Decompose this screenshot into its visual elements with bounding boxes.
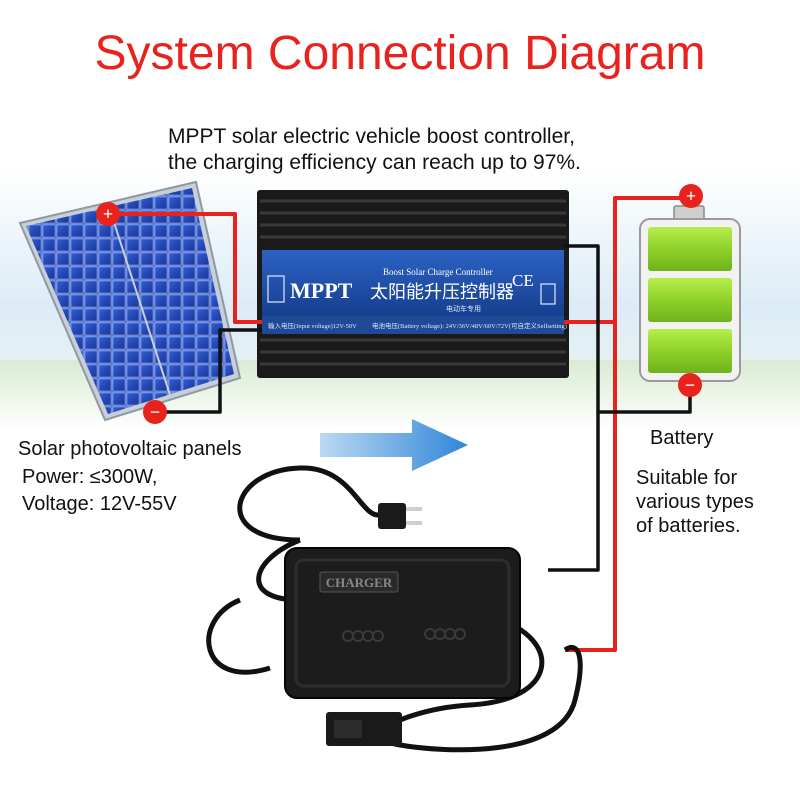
- battery-cell: [648, 278, 732, 322]
- subtitle-line-2: the charging efficiency can reach up to …: [168, 151, 581, 174]
- battery-note: Suitable for various types of batteries.: [636, 466, 754, 538]
- subtitle: MPPT solar electric vehicle boost contro…: [168, 124, 581, 176]
- controller-spec-output: 电池电压(Battery voltage): 24V/36V/48V/60V/7…: [372, 321, 567, 330]
- solar-power-spec: Power: ≤300W,: [22, 466, 158, 488]
- battery-terminal-icon: [540, 283, 556, 305]
- charger-body: [284, 547, 521, 699]
- plus-icon: +: [686, 186, 696, 206]
- battery-positive-terminal: +: [679, 184, 703, 208]
- charger-label: CHARGER: [326, 575, 393, 590]
- plug-prong: [406, 507, 422, 511]
- solar-positive-terminal: +: [96, 202, 120, 226]
- charger-vent-icon: [342, 628, 466, 642]
- ce-mark: CE: [512, 271, 534, 290]
- pv-terminal-icon: [267, 275, 285, 303]
- controller-fins: [260, 199, 566, 366]
- controller-spec-strip: [262, 316, 564, 334]
- solar-voltage-spec: Voltage: 12V-55V: [22, 493, 177, 515]
- solar-negative-terminal: −: [143, 400, 167, 424]
- minus-icon: −: [150, 402, 160, 422]
- controller-sub-cn: 电动车专用: [446, 304, 481, 313]
- negative-wires: [155, 244, 692, 572]
- battery-label: Battery: [650, 427, 714, 449]
- flow-arrow-icon: [320, 419, 468, 471]
- battery-cell: [648, 329, 732, 373]
- controller-label-plate: [262, 250, 564, 316]
- battery: [639, 205, 741, 382]
- battery-negative-terminal: −: [678, 373, 702, 397]
- minus-icon: −: [685, 375, 695, 395]
- charger-output-plug: [326, 645, 583, 753]
- plug-prong: [406, 521, 422, 525]
- solar-panel-label: Solar photovoltaic panels: [18, 438, 242, 460]
- plug-body: [378, 503, 406, 529]
- mppt-controller: MPPT Boost Solar Charge Controller 太阳能升压…: [257, 190, 569, 378]
- plus-icon: +: [103, 204, 113, 224]
- solar-panel: [18, 180, 242, 422]
- controller-name-en: Boost Solar Charge Controller: [383, 267, 493, 277]
- charger-unit: CHARGER: [206, 547, 545, 724]
- subtitle-line-1: MPPT solar electric vehicle boost contro…: [168, 125, 575, 148]
- battery-note-line: various types: [636, 491, 754, 513]
- battery-note-line: Suitable for: [636, 467, 738, 489]
- page-title: System Connection Diagram: [94, 27, 706, 80]
- battery-note-line: of batteries.: [636, 515, 741, 537]
- battery-cap: [673, 205, 705, 221]
- controller-name-cn: 太阳能升压控制器: [370, 282, 514, 302]
- controller-spec-input: 输入电压(Input voltage)12V-50V: [268, 321, 357, 330]
- battery-cell: [648, 227, 732, 271]
- controller-brand: MPPT: [290, 278, 353, 303]
- ac-plug: [237, 465, 422, 603]
